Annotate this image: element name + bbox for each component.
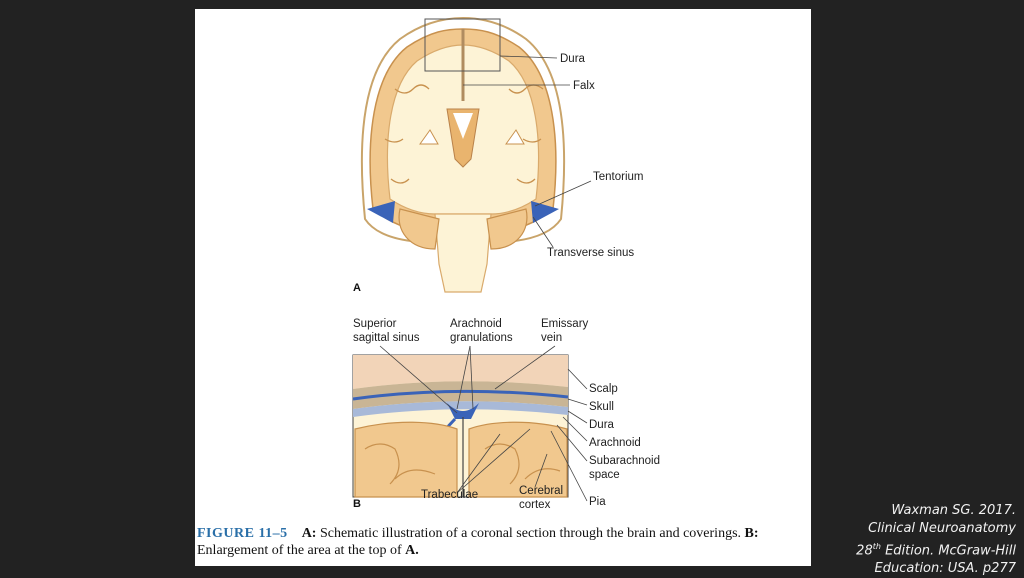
caption-b-label: B: bbox=[744, 526, 759, 541]
panel-b-diagram: Superior sagittal sinus Arachnoid granul… bbox=[352, 318, 660, 511]
label-superior: Superior bbox=[353, 318, 397, 330]
label-dura-a: Dura bbox=[560, 53, 586, 65]
citation-line-4: Education: USA. p277 bbox=[874, 561, 1016, 577]
panel-a-label: A bbox=[353, 282, 361, 294]
label-subarachnoid: Subarachnoid bbox=[589, 455, 660, 467]
coronal-section-illustration: Dura Falx Tentorium Transverse sinus A S… bbox=[352, 16, 660, 511]
label-arachnoid-granulations-2: granulations bbox=[450, 332, 513, 344]
panel-a-diagram: Dura Falx Tentorium Transverse sinus A bbox=[353, 16, 644, 294]
label-sagittal-sinus: sagittal sinus bbox=[353, 332, 420, 344]
brainstem bbox=[434, 213, 492, 293]
label-subarachnoid-space: space bbox=[589, 469, 620, 481]
scalp-layer bbox=[353, 355, 568, 389]
label-emissary-vein: vein bbox=[541, 332, 562, 344]
citation-line-1: Waxman SG. 2017. bbox=[891, 503, 1016, 518]
label-cerebral: Cerebral bbox=[519, 485, 563, 497]
citation-edition-suffix: th bbox=[872, 542, 881, 551]
transverse-sinus-right bbox=[531, 201, 559, 223]
transverse-sinus-left bbox=[367, 201, 395, 223]
label-arachnoid-granulations-1: Arachnoid bbox=[450, 318, 502, 330]
panel-b-label: B bbox=[353, 498, 361, 510]
figure-caption: FIGURE 11–5 A: Schematic illustration of … bbox=[197, 525, 809, 559]
label-cerebral-cortex: cortex bbox=[519, 499, 551, 511]
citation-publisher: Edition. McGraw-Hill bbox=[880, 543, 1016, 559]
caption-a-label: A: bbox=[301, 526, 317, 541]
dura-enlargement-box bbox=[424, 18, 501, 72]
dura-layer bbox=[353, 401, 568, 417]
citation: Waxman SG. 2017. Clinical Neuroanatomy 2… bbox=[816, 502, 1016, 578]
figure-number: FIGURE 11–5 bbox=[197, 526, 288, 541]
label-tentorium: Tentorium bbox=[593, 171, 644, 183]
sagittal-sinus bbox=[447, 403, 479, 419]
label-skull: Skull bbox=[589, 401, 614, 413]
cortex-left bbox=[354, 421, 458, 498]
cerebellum bbox=[398, 208, 528, 250]
caption-a-text: Schematic illustration of a coronal sect… bbox=[319, 526, 742, 541]
label-pia: Pia bbox=[589, 496, 606, 508]
skull-layer bbox=[353, 381, 568, 409]
label-trabeculae: Trabeculae bbox=[421, 489, 478, 501]
label-emissary: Emissary bbox=[541, 318, 589, 330]
label-dura-b: Dura bbox=[589, 419, 615, 431]
figure-panel: Dura Falx Tentorium Transverse sinus A S… bbox=[195, 9, 811, 566]
citation-edition-number: 28 bbox=[856, 543, 873, 559]
caption-b-text: Enlargement of the area at the top of bbox=[197, 543, 402, 558]
label-scalp: Scalp bbox=[589, 383, 618, 395]
citation-line-2: Clinical Neuroanatomy bbox=[868, 521, 1016, 536]
label-falx: Falx bbox=[573, 80, 595, 92]
label-transverse-sinus: Transverse sinus bbox=[547, 247, 634, 259]
label-arachnoid: Arachnoid bbox=[589, 437, 641, 449]
caption-b-end: A. bbox=[405, 543, 419, 558]
citation-line-3: 28th Edition. McGraw-Hill bbox=[816, 538, 1016, 560]
